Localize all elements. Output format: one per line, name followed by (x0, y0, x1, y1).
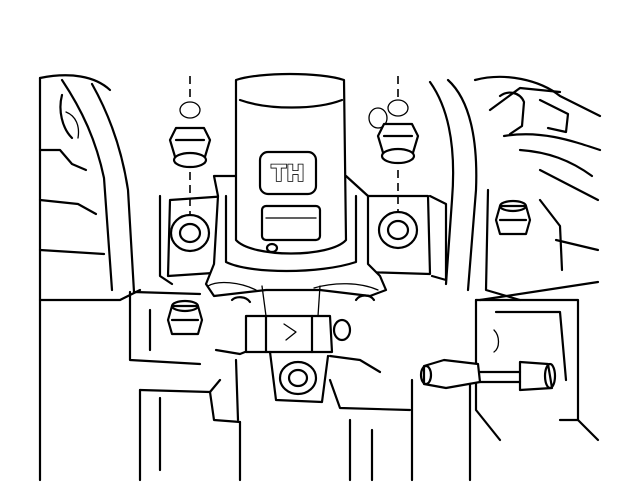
right-nut (368, 76, 420, 212)
left-nut (168, 76, 212, 216)
left-dash-structure (38, 74, 202, 482)
column-window (260, 204, 322, 242)
lower-right-bolt (419, 358, 557, 392)
intermediate-shaft-joint (244, 285, 352, 404)
right-mount-plate (360, 194, 448, 282)
lower-left-nut (166, 299, 204, 336)
left-mount-plate (158, 194, 230, 286)
right-dash-structure (410, 75, 602, 482)
lower-structure (128, 290, 412, 482)
right-side-nut (494, 199, 532, 236)
steering-column: TH (234, 72, 348, 255)
stamp-label: TH (271, 162, 304, 187)
stamp-box (258, 150, 318, 196)
